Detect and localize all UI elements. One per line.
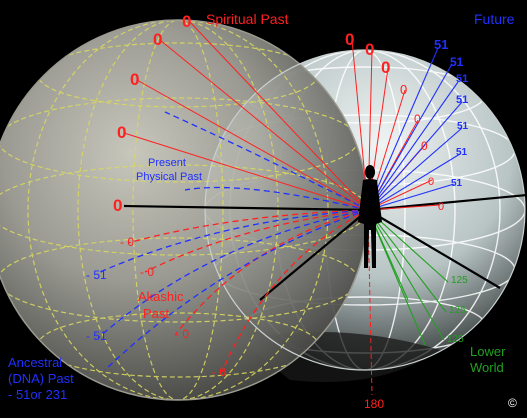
- spiritual-zero-label: 0: [117, 123, 127, 142]
- future-51-label: 51: [434, 37, 449, 52]
- future-51-label: 51: [456, 73, 469, 85]
- future-zero-label: 0: [345, 30, 355, 49]
- ancestral-dashed-rays: [97, 111, 369, 371]
- future-zero-label: 0: [414, 112, 421, 126]
- future-zero-label: 0: [421, 139, 428, 153]
- future-blue-rays: [367, 47, 463, 211]
- human-silhouette: [358, 165, 382, 268]
- akashic-neg-zero-label: - 0: [140, 265, 155, 279]
- spiritual-zero-label: 0: [153, 30, 163, 49]
- akashic-dashed-rays: [127, 209, 369, 373]
- akashic-past-label: Past: [143, 306, 170, 321]
- ancestral-past-label: (DNA) Past: [8, 371, 74, 386]
- spiritual-zero-label: 0: [182, 12, 192, 31]
- future-51-label: 51: [451, 178, 463, 189]
- future-zero-label: 0: [428, 176, 435, 188]
- present-physical-past-label: Present: [148, 157, 186, 169]
- present-zero-label: 0: [113, 196, 123, 215]
- future-51-label: 51: [450, 55, 464, 69]
- lower-world-125-label: 125: [449, 305, 466, 316]
- akashic-neg-zero-label: - 0: [212, 365, 227, 379]
- ancestral-neg-51-label: - 51: [86, 268, 107, 282]
- future-zero-label: 0: [365, 40, 375, 59]
- lower-world-label: World: [470, 360, 504, 375]
- akashic-neg-zero-label: - 0: [120, 235, 135, 249]
- spiritual-zero-label: 0: [130, 70, 140, 89]
- bottom-180-label: 180: [364, 397, 385, 411]
- ancestral-past-label: Ancestral: [8, 355, 63, 370]
- future-zero-label: 0: [438, 201, 445, 213]
- ancestral-neg-51-label: - 51: [86, 329, 107, 343]
- akashic-neg-zero-label: - 0: [175, 327, 190, 341]
- future-51-label: 51: [457, 121, 469, 132]
- future-zero-label: 0: [400, 82, 408, 97]
- present-physical-past-label: Physical Past: [136, 171, 203, 183]
- future-label: Future: [474, 11, 515, 27]
- lower-world-125-label: 125: [447, 334, 464, 345]
- spiritual-past-label: Spiritual Past: [206, 11, 289, 27]
- ancestral-past-label: - 51or 231: [8, 387, 68, 402]
- future-51-label: 51: [456, 94, 469, 106]
- akashic-past-label: Akashic: [138, 289, 184, 304]
- equator-line: [123, 193, 527, 301]
- lower-world-125-label: 125: [451, 275, 468, 286]
- copyright-icon: ©: [508, 396, 517, 410]
- future-zero-label: 0: [381, 58, 391, 77]
- future-sphere-outline: [204, 49, 526, 371]
- future-51-label: 51: [456, 147, 468, 158]
- lower-world-label: Lower: [470, 344, 506, 359]
